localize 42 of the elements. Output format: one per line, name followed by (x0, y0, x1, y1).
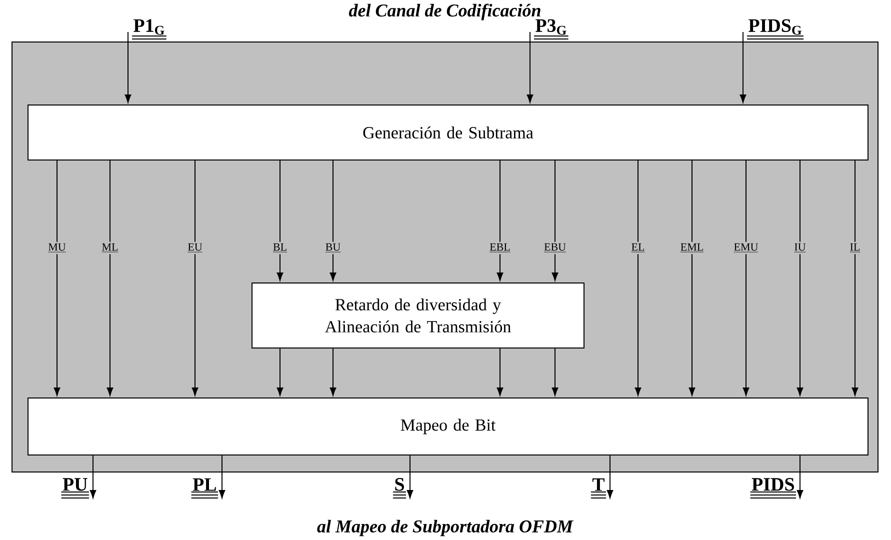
signal-label: T (590, 478, 606, 498)
arrow (796, 160, 804, 396)
arrow (218, 455, 226, 498)
arrow (552, 160, 558, 281)
edge-label: EU (186, 242, 204, 254)
arrow (552, 348, 558, 396)
arrow (742, 160, 750, 396)
edge-label: EBU (542, 242, 568, 254)
arrow (606, 455, 614, 498)
arrow (90, 455, 96, 498)
signal-label: PIDS (750, 478, 796, 498)
signal-label: PIDS$_{G}$ (746, 19, 804, 40)
signal-label: P1$_{G}$ (132, 19, 167, 40)
process-box: Generación de Subtrama (28, 104, 868, 160)
arrow (330, 348, 336, 396)
process-box: Retardo de diversidad y Alineación de Transmisión (252, 282, 584, 348)
arrow (54, 160, 60, 396)
arrow (634, 160, 642, 396)
arrow (124, 32, 132, 103)
arrow (740, 32, 746, 103)
arrow (526, 32, 534, 103)
arrow (330, 160, 336, 281)
arrow (106, 160, 114, 396)
signal-label: PL (190, 478, 218, 498)
arrow (496, 348, 504, 396)
arrow (192, 160, 198, 396)
signal-label: PU (60, 478, 90, 498)
signal-label: S (392, 478, 406, 498)
caption: del Canal de Codificación (348, 4, 540, 20)
signal-label: P3$_{G}$ (534, 19, 569, 40)
edge-label: MU (46, 242, 68, 254)
arrow (688, 160, 696, 396)
caption: al Mapeo de Subportadora OFDM (317, 520, 574, 536)
arrow (496, 160, 504, 281)
process-box: Mapeo de Bit (28, 398, 868, 456)
arrow (276, 348, 284, 396)
edge-label: IU (792, 242, 808, 254)
arrow (796, 455, 804, 498)
arrow (852, 160, 858, 396)
arrow (406, 455, 414, 498)
arrow (276, 160, 284, 281)
edge-label: EBL (488, 242, 512, 254)
